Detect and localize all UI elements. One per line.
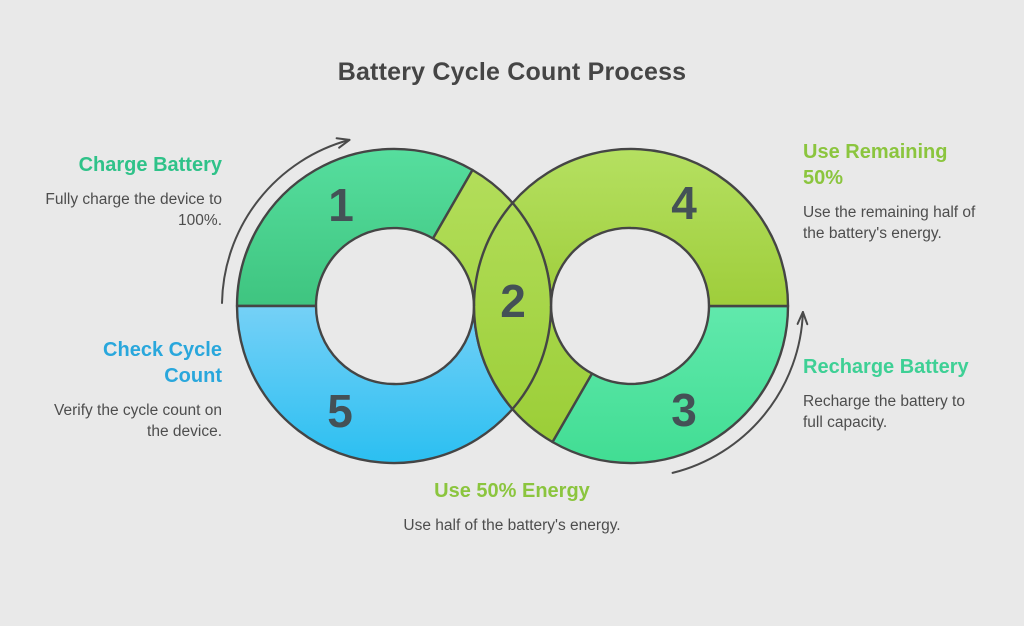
step-description: Verify the cycle count on the device. [53, 402, 222, 440]
clockwise-flow-arrow [221, 138, 351, 304]
page-title: Battery Cycle Count Process [337, 58, 687, 86]
step-number-2: 2 [500, 275, 526, 327]
step-heading: Use 50% Energy [434, 480, 590, 502]
counterclockwise-flow-arrow [671, 311, 804, 474]
step-heading: Use Remaining 50% [803, 141, 948, 189]
step-label-use-remaining-50: Use Remaining 50% Use the remaining half… [803, 139, 1003, 244]
step-heading: Check Cycle Count [103, 339, 222, 387]
step-heading: Recharge Battery [803, 356, 969, 378]
step-number-1: 1 [328, 179, 354, 231]
segment-5-arc [235, 304, 514, 465]
counterclockwise-flow-arrowhead-icon [796, 311, 809, 326]
crossing-outline-bottom [511, 305, 553, 410]
segment-2-crossing-band [431, 168, 594, 444]
segment-3-arc [551, 304, 790, 465]
step-label-check-cycle-count: Check Cycle Count Verify the cycle count… [17, 337, 222, 442]
step-description: Use the remaining half of the battery's … [803, 204, 976, 242]
step-number-3: 3 [671, 384, 697, 436]
step-description: Use half of the battery's energy. [403, 517, 621, 534]
step-label-use-50-energy: Use 50% Energy Use half of the battery's… [362, 478, 662, 536]
segment-4-arc [511, 147, 790, 308]
crossing-outline-top [472, 202, 514, 307]
step-description: Fully charge the device to 100%. [45, 191, 222, 229]
segment-1-arc [235, 147, 474, 308]
step-number-5: 5 [327, 385, 353, 437]
step-description: Recharge the battery to full capacity. [803, 393, 965, 431]
step-number-4: 4 [671, 177, 697, 229]
step-label-recharge-battery: Recharge Battery Recharge the battery to… [803, 354, 1013, 433]
clockwise-flow-arrowhead-icon [335, 137, 351, 149]
step-label-charge-battery: Charge Battery Fully charge the device t… [22, 152, 222, 231]
step-heading: Charge Battery [78, 154, 222, 176]
